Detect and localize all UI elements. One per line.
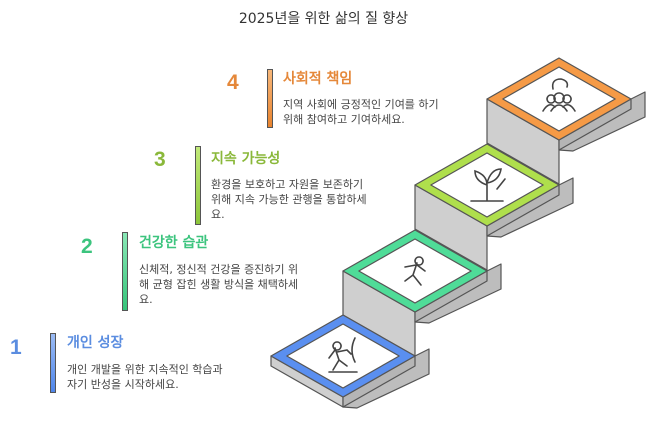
- step-number: 2: [81, 235, 93, 258]
- step-heading: 사회적 책임: [283, 71, 353, 87]
- step-heading: 건강한 습관: [139, 235, 209, 251]
- community-icon: [542, 78, 576, 112]
- step-number: 3: [154, 148, 166, 171]
- runner-icon: [404, 256, 426, 286]
- step-bar: [50, 333, 56, 393]
- climber-icon: [328, 337, 358, 373]
- step-bar: [267, 69, 273, 128]
- step-number: 4: [227, 71, 239, 94]
- plant-icon: [470, 168, 506, 202]
- step-bar: [195, 146, 201, 225]
- step-heading: 지속 가능성: [211, 151, 281, 167]
- tile-top-inner: [286, 323, 400, 389]
- step-bar: [122, 232, 128, 311]
- step-heading: 개인 성장: [67, 335, 124, 351]
- diagram-title: 2025년을 위한 삶의 질 향상: [238, 11, 409, 27]
- tile-top-inner: [502, 66, 616, 132]
- step-number: 1: [10, 336, 22, 359]
